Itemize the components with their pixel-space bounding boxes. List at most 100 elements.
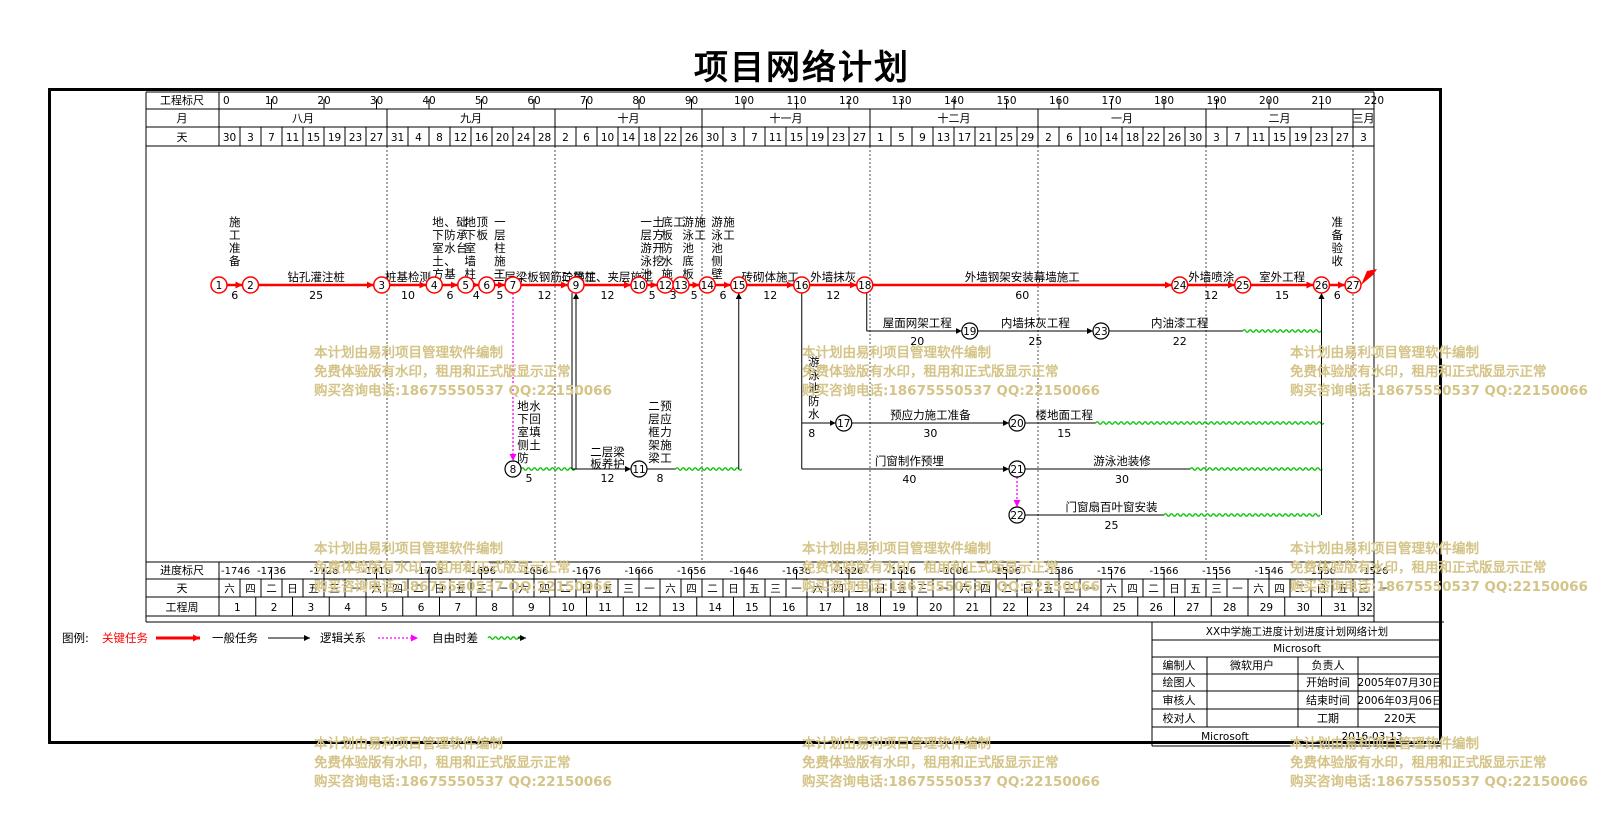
ruler-tick-label: 160: [1049, 95, 1069, 107]
weekday-cell-label: 六: [371, 583, 382, 595]
month-label: 十月: [618, 111, 640, 125]
ruler-tick-label: 210: [1311, 95, 1331, 107]
node-18: 18: [856, 276, 874, 294]
week-cell-label: 20: [929, 602, 942, 614]
svg-text:板: 板: [477, 228, 489, 242]
task-duration: 5: [691, 289, 698, 302]
day-cell-label: 15: [790, 132, 803, 144]
svg-text:回: 回: [529, 412, 541, 426]
node-15: 15: [730, 276, 748, 294]
day-cell-label: 2: [562, 132, 569, 144]
weekday-cell-label: 五: [1337, 583, 1348, 595]
svg-text:泳: 泳: [711, 228, 723, 242]
ruler-tick-label: 190: [1206, 95, 1226, 107]
week-cell-label: 27: [1186, 602, 1199, 614]
week-cell-label: 26: [1149, 602, 1163, 614]
info-reviewer-label: 审核人: [1163, 693, 1196, 707]
task-label: 外墙钢架安装幕墙施工: [965, 270, 1080, 284]
svg-text:地: 地: [465, 215, 477, 229]
week-cell-label: 25: [1113, 602, 1126, 614]
day-cell-label: 24: [517, 132, 531, 144]
svg-text:防: 防: [808, 394, 820, 408]
progress-tick-label: -1526: [1359, 566, 1388, 577]
progress-tick-label: -1656: [677, 566, 706, 577]
svg-text:填: 填: [529, 425, 541, 439]
svg-text:层: 层: [648, 412, 660, 426]
svg-text:下: 下: [517, 412, 529, 426]
watermark-line: 本计划由易利项目管理软件编制: [802, 736, 991, 752]
watermark-line: 购买咨询电话:18675550537 QQ:22150066: [314, 579, 612, 595]
weekday-cell-label: 日: [581, 583, 592, 595]
watermark-line: 购买咨询电话:18675550537 QQ:22150066: [802, 774, 1100, 790]
watermark: 本计划由易利项目管理软件编制免费体验版有水印，租用和正式版显示正常购买咨询电话:…: [802, 344, 1100, 401]
day-cell-label: 23: [832, 132, 845, 144]
progress-tick-label: -1736: [257, 566, 286, 577]
weekday-cell-label: 六: [1253, 583, 1264, 595]
day-cell-label: 7: [268, 132, 275, 144]
weekday-cell-label: 一: [1232, 583, 1243, 595]
task-duration: 12: [601, 289, 615, 302]
day-cell-label: 15: [1273, 132, 1286, 144]
ruler-tick-label: 100: [734, 95, 754, 107]
task-label: 外墙喷涂: [1188, 270, 1234, 284]
ruler-tick-label: 120: [839, 95, 859, 107]
day-cell-label: 21: [979, 132, 992, 144]
day-cell-label: 13: [937, 132, 950, 144]
svg-text:9: 9: [573, 280, 580, 292]
week-cell-label: 28: [1223, 602, 1236, 614]
weekday-cell-label: 四: [245, 583, 256, 595]
svg-text:柱: 柱: [494, 241, 506, 255]
svg-text:8: 8: [510, 464, 517, 476]
svg-text:池: 池: [682, 241, 694, 255]
svg-text:泳: 泳: [808, 368, 820, 382]
ruler-tick-label: 20: [317, 95, 330, 107]
svg-text:游: 游: [682, 215, 694, 229]
day-cell-label: 5: [898, 132, 905, 144]
svg-text:13: 13: [674, 280, 687, 292]
node-2: 2: [241, 276, 260, 294]
progress-tick-label: -1606: [939, 566, 968, 577]
svg-text:24: 24: [1173, 280, 1187, 292]
watermark-line: 本计划由易利项目管理软件编制: [802, 541, 991, 557]
svg-text:工: 工: [694, 228, 706, 242]
svg-text:台: 台: [456, 241, 468, 255]
info-end-label: 结束时间: [1306, 694, 1350, 707]
svg-text:4: 4: [431, 280, 438, 292]
month-label: 十二月: [938, 111, 971, 125]
task-label: 门窗制作预埋: [875, 454, 944, 468]
weekday-cell-label: 三: [329, 583, 340, 595]
watermark-line: 免费体验版有水印，租用和正式版显示正常: [314, 364, 571, 380]
day-cell-label: 26: [1168, 132, 1182, 144]
float-wave: [675, 467, 743, 471]
node-3: 3: [373, 276, 391, 294]
week-cell-label: 16: [782, 602, 796, 614]
weekday-cell-label: 六: [1106, 583, 1117, 595]
weekday-cell-label: 二: [854, 583, 865, 595]
svg-text:一: 一: [494, 215, 506, 229]
task-duration: 30: [1115, 473, 1129, 486]
ruler-tick-label: 50: [475, 95, 488, 107]
week-cell-label: 7: [455, 602, 462, 614]
svg-text:水: 水: [808, 407, 820, 421]
weekday-cell-label: 三: [917, 583, 928, 595]
weekday-cell-label: 三: [476, 583, 487, 595]
day-cell-label: 30: [1189, 132, 1202, 144]
progress-tick-label: -1586: [1044, 566, 1073, 577]
info-start-label: 开始时间: [1306, 675, 1350, 689]
day-cell-label: 22: [664, 132, 677, 144]
task-label: 钻孔灌注桩: [287, 270, 345, 284]
svg-text:17: 17: [837, 418, 850, 430]
month-label: 八月: [292, 112, 314, 125]
weekday-cell-label: 五: [1190, 583, 1201, 595]
svg-text:施: 施: [723, 215, 735, 229]
task-duration: 12: [763, 289, 777, 302]
task-label: 外墙抹灰: [810, 270, 856, 284]
svg-text:工: 工: [494, 267, 506, 281]
